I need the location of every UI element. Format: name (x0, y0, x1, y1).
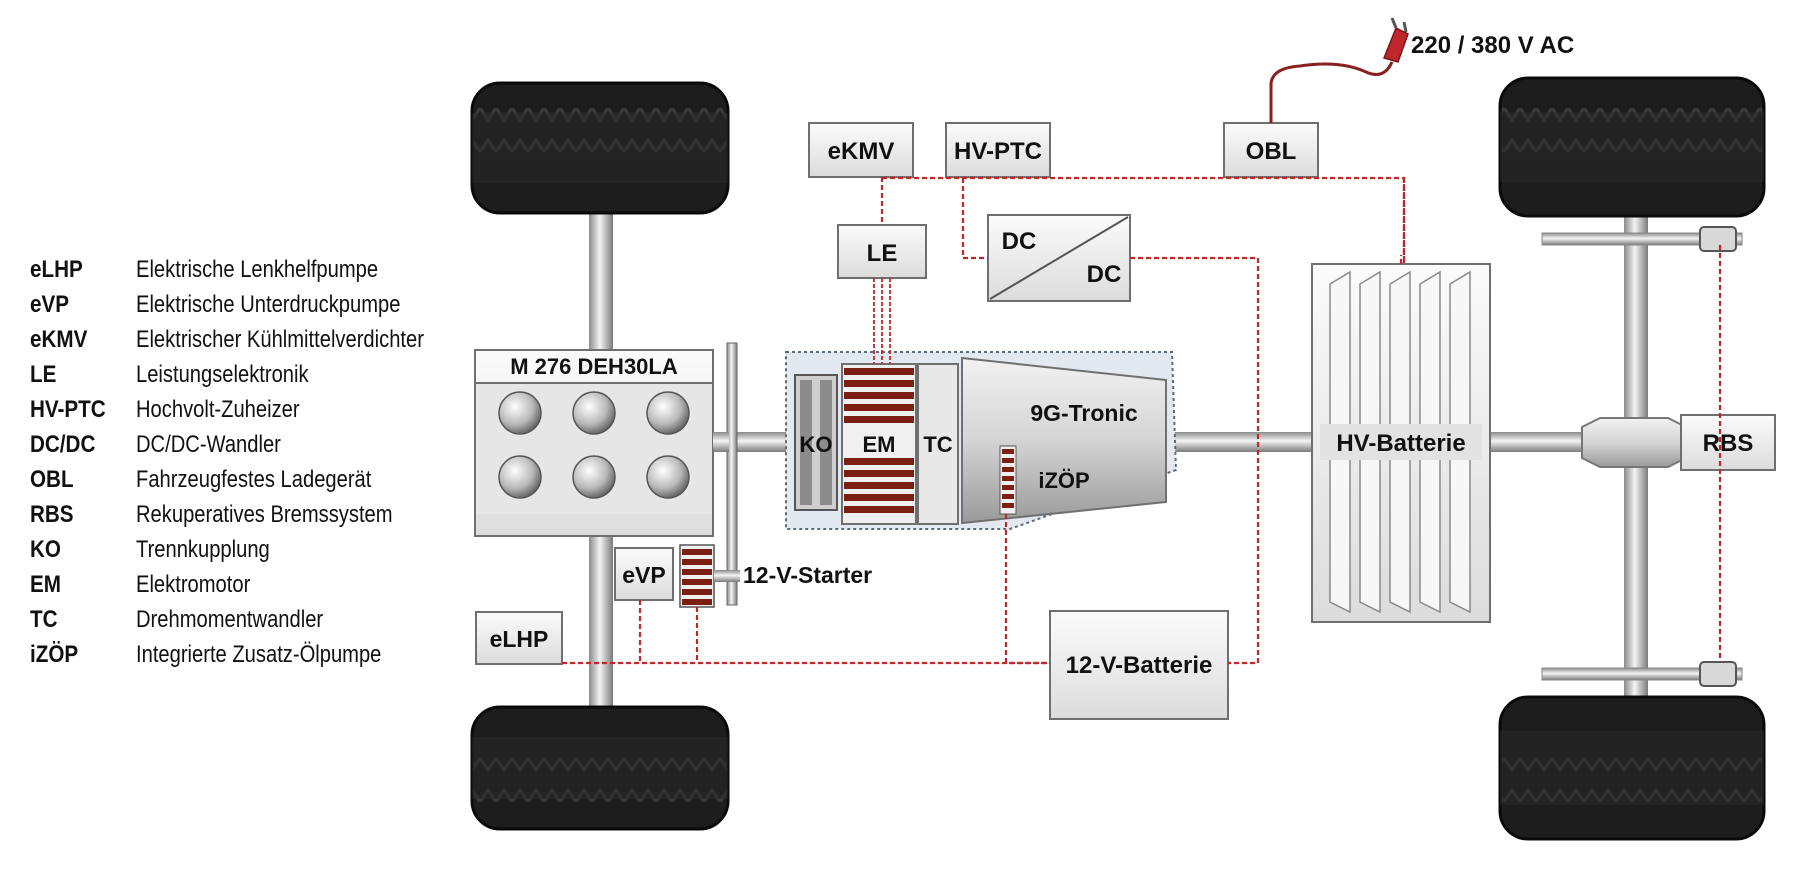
hvptc-label: HV-PTC (954, 138, 1042, 165)
rbs-label: RBS (1703, 430, 1754, 457)
legend-row: EM Elektromotor (30, 567, 480, 602)
legend-row: eKMV Elektrischer Kühlmittelverdichter (30, 322, 480, 357)
power-plug-icon (1382, 17, 1409, 63)
motor-windings (844, 368, 914, 513)
legend-row: OBL Fahrzeugfestes Ladegerät (30, 462, 480, 497)
flywheel (713, 342, 738, 606)
legend-description: Elektrische Unterdruckpumpe (136, 290, 401, 318)
engine-block: M 276 DEH30LA (474, 349, 714, 537)
izoep-pump (999, 445, 1017, 515)
legend-abbreviation: DC/DC (30, 430, 96, 458)
legend-description: Elektrische Lenkhelfpumpe (136, 255, 379, 283)
evp-box: eVP (614, 547, 674, 601)
legend-row: eVP Elektrische Unterdruckpumpe (30, 287, 480, 322)
legend-row: LE Leistungselektronik (30, 357, 480, 392)
engine-cylinder (498, 391, 542, 435)
ekmv-box: eKMV (808, 122, 914, 178)
legend-row: eLHP Elektrische Lenkhelfpumpe (30, 252, 480, 287)
engine-cylinder (572, 391, 616, 435)
obl-box: OBL (1223, 122, 1319, 178)
rbs-box: RBS (1680, 414, 1776, 471)
evp-label: eVP (622, 562, 665, 588)
elhp-label: eLHP (490, 626, 549, 652)
tc-label: TC (923, 432, 952, 457)
legend-abbreviation: HV-PTC (30, 395, 106, 423)
legend-description: Elektromotor (136, 570, 251, 598)
engine-cylinder (646, 455, 690, 499)
legend-row: iZÖP Integrierte Zusatz-Ölpumpe (30, 637, 480, 672)
tire-rear-right (1498, 695, 1766, 841)
starter-motor: 12-V-Starter (679, 544, 872, 608)
brake-caliper-top (1541, 226, 1743, 252)
transmission-label: 9G-Tronic (1030, 400, 1138, 426)
legend-abbreviation: eVP (30, 290, 70, 318)
battery-12v: 12-V-Batterie (1049, 610, 1229, 720)
dc-dc-box: DC DC (987, 214, 1131, 302)
engine-cylinder (646, 391, 690, 435)
engine-label: M 276 DEH30LA (510, 354, 678, 379)
legend-row: RBS Rekuperatives Bremssystem (30, 497, 480, 532)
izoep-label: iZÖP (1038, 468, 1089, 493)
engine-cylinder (572, 455, 616, 499)
legend-abbreviation: LE (30, 360, 57, 388)
le-to-em-cables (873, 278, 891, 364)
legend-description: Leistungselektronik (136, 360, 309, 388)
engine-cylinder (498, 455, 542, 499)
legend-abbreviation: EM (30, 570, 61, 598)
obl-label: OBL (1246, 138, 1297, 165)
legend-description: Drehmomentwandler (136, 605, 324, 633)
legend-row: TC Drehmomentwandler (30, 602, 480, 637)
rear-differential (1581, 417, 1687, 468)
abbreviation-legend: eLHP Elektrische Lenkhelfpumpe eVP Elektris… (30, 252, 480, 672)
legend-abbreviation: KO (30, 535, 61, 563)
hv-battery: HV-Batterie (1311, 263, 1491, 623)
hv-battery-label: HV-Batterie (1336, 430, 1465, 457)
legend-description: Integrierte Zusatz-Ölpumpe (136, 640, 382, 668)
legend-abbreviation: RBS (30, 500, 74, 528)
tire-front-left (470, 81, 730, 215)
tire-rear-left (1498, 76, 1766, 218)
dc-out-label: DC (1087, 261, 1122, 288)
legend-abbreviation: iZÖP (30, 640, 79, 668)
torque-converter-tc (917, 363, 959, 525)
hv-ptc-box: HV-PTC (945, 122, 1051, 178)
em-label: EM (863, 432, 896, 457)
legend-abbreviation: TC (30, 605, 58, 633)
legend-description: Trennkupplung (136, 535, 270, 563)
legend-description: DC/DC-Wandler (136, 430, 281, 458)
tire-front-right (470, 705, 730, 831)
legend-row: HV-PTC Hochvolt-Zuheizer (30, 392, 480, 427)
legend-row: DC/DC DC/DC-Wandler (30, 427, 480, 462)
le-box: LE (837, 224, 927, 279)
legend-description: Rekuperatives Bremssystem (136, 500, 393, 528)
ekmv-label: eKMV (828, 138, 895, 165)
legend-abbreviation: eLHP (30, 255, 83, 283)
legend-description: Hochvolt-Zuheizer (136, 395, 300, 423)
charging-cable (1269, 61, 1394, 123)
le-label: LE (867, 240, 898, 267)
elhp-box: eLHP (475, 611, 563, 665)
dc-in-label: DC (1002, 228, 1037, 255)
brake-caliper-bottom (1541, 661, 1743, 687)
starter-label: 12-V-Starter (743, 562, 872, 588)
battery-12v-label: 12-V-Batterie (1066, 652, 1213, 679)
ko-label: KO (800, 432, 833, 457)
legend-description: Elektrischer Kühlmittelverdichter (136, 325, 424, 353)
hybrid-transmission-module: KO EM TC 9G-Tronic iZÖP (785, 351, 1178, 530)
ac-supply-label: 220 / 380 V AC (1411, 32, 1574, 59)
legend-abbreviation: OBL (30, 465, 74, 493)
legend-description: Fahrzeugfestes Ladegerät (136, 465, 372, 493)
legend-abbreviation: eKMV (30, 325, 88, 353)
legend-row: KO Trennkupplung (30, 532, 480, 567)
